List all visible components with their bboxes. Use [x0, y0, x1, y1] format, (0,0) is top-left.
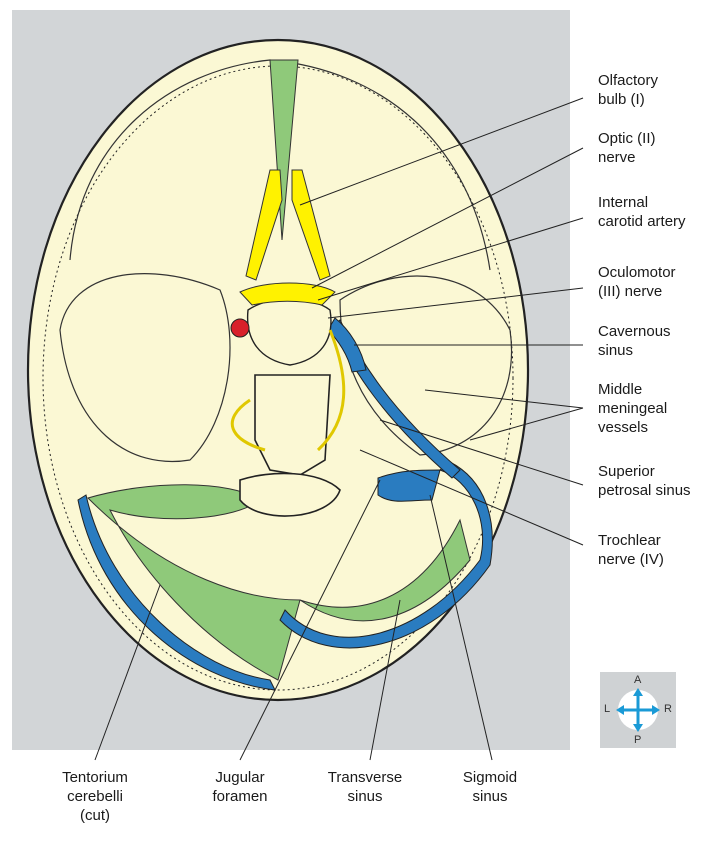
label-line: cerebelli — [45, 787, 145, 806]
compass-anterior: A — [634, 674, 641, 686]
orientation-compass: A P L R — [600, 672, 676, 748]
label-line: meningeal — [598, 399, 667, 418]
label-line: (cut) — [45, 806, 145, 825]
label-line: Trochlear — [598, 531, 664, 550]
label-line: Superior — [598, 462, 691, 481]
label-jugular-foramen: Jugular foramen — [190, 768, 290, 806]
label-transverse-sinus: Transverse sinus — [315, 768, 415, 806]
label-line: nerve — [598, 148, 656, 167]
label-sigmoid-sinus: Sigmoid sinus — [440, 768, 540, 806]
label-line: Middle — [598, 380, 667, 399]
label-line: (III) nerve — [598, 282, 676, 301]
compass-left: L — [604, 703, 610, 715]
label-line: Olfactory — [598, 71, 658, 90]
label-line: Transverse — [315, 768, 415, 787]
compass-right: R — [664, 703, 672, 715]
label-line: vessels — [598, 418, 667, 437]
label-line: nerve (IV) — [598, 550, 664, 569]
label-line: Sigmoid — [440, 768, 540, 787]
label-line: bulb (I) — [598, 90, 658, 109]
label-line: sinus — [315, 787, 415, 806]
label-trochlear-nerve: Trochlear nerve (IV) — [598, 531, 664, 569]
label-line: Cavernous — [598, 322, 671, 341]
label-line: petrosal sinus — [598, 481, 691, 500]
label-cavernous-sinus: Cavernous sinus — [598, 322, 671, 360]
label-optic-nerve: Optic (II) nerve — [598, 129, 656, 167]
internal-carotid-artery — [231, 319, 249, 337]
label-internal-carotid-artery: Internal carotid artery — [598, 193, 686, 231]
label-oculomotor-nerve: Oculomotor (III) nerve — [598, 263, 676, 301]
label-line: foramen — [190, 787, 290, 806]
label-line: Optic (II) — [598, 129, 656, 148]
label-olfactory-bulb: Olfactory bulb (I) — [598, 71, 658, 109]
clivus — [255, 375, 330, 475]
label-tentorium-cerebelli: Tentorium cerebelli (cut) — [45, 768, 145, 825]
label-line: sinus — [440, 787, 540, 806]
label-line: Jugular — [190, 768, 290, 787]
label-line: Tentorium — [45, 768, 145, 787]
label-middle-meningeal-vessels: Middle meningeal vessels — [598, 380, 667, 437]
label-superior-petrosal-sinus: Superior petrosal sinus — [598, 462, 691, 500]
label-line: Internal — [598, 193, 686, 212]
label-line: Oculomotor — [598, 263, 676, 282]
label-line: sinus — [598, 341, 671, 360]
compass-posterior: P — [634, 734, 641, 746]
label-line: carotid artery — [598, 212, 686, 231]
